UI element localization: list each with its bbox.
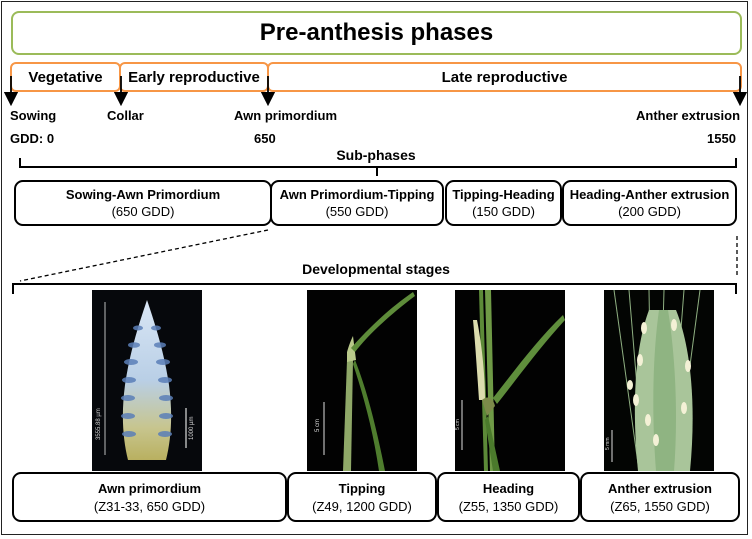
stage-value: (Z49, 1200 GDD) [312, 498, 412, 514]
scale-label-short: 1000 µm [189, 417, 195, 440]
milestone-arrows [3, 76, 748, 107]
zoom-dashed-line-left [19, 229, 269, 282]
subphase-name: Sowing-Awn Primordium [65, 187, 221, 202]
phase-label: Early reproductive [128, 68, 260, 86]
stages-heading: Developmental stages [302, 261, 450, 277]
subphase-name: Awn Primordium-Tipping [279, 187, 435, 202]
label-awn-primordium: Awn primordium [234, 108, 338, 123]
stage-name: Heading [482, 480, 535, 496]
subphase-awn-tipping: Awn Primordium-Tipping (550 GDD) [270, 180, 444, 226]
awn-primordium-image: 3555.88 µm 1000 µm [92, 290, 202, 471]
label-collar: Collar [107, 108, 144, 123]
phase-late-reproductive: Late reproductive [267, 62, 742, 92]
phase-label: Late reproductive [441, 68, 568, 86]
label-sowing: Sowing [10, 108, 57, 123]
stages-bracket [12, 283, 737, 294]
stage-value: (Z55, 1350 GDD) [458, 498, 559, 514]
stage-name: Tipping [338, 480, 386, 496]
phase-vegetative: Vegetative [10, 62, 121, 92]
tipping-image: 5 cm [307, 290, 417, 471]
scale-label: 5 cm [315, 419, 321, 432]
stage-awn-primordium: Awn primordium (Z31-33, 650 GDD) [12, 472, 287, 522]
subphase-name: Tipping-Heading [452, 187, 555, 202]
stage-name: Anther extrusion [607, 480, 712, 496]
phase-label: Vegetative [28, 68, 103, 86]
label-anther-extrusion: Anther extrusion [636, 108, 741, 123]
subphase-value: (150 GDD) [472, 204, 535, 219]
photo-tipping: 5 cm [307, 290, 417, 471]
label-gdd-start: GDD: 0 [10, 131, 55, 146]
phase-early-reproductive: Early reproductive [119, 62, 269, 92]
subphase-value: (650 GDD) [111, 204, 175, 219]
stage-anther-extrusion: Anther extrusion (Z65, 1550 GDD) [580, 472, 740, 522]
subphase-name: Heading-Anther extrusion [569, 187, 730, 202]
photo-anther-extrusion: 5 mm [604, 290, 714, 471]
subphase-heading-anther: Heading-Anther extrusion (200 GDD) [562, 180, 737, 226]
stage-value: (Z65, 1550 GDD) [610, 498, 710, 514]
anther-extrusion-image: 5 mm [604, 290, 714, 471]
scale-label-long: 3555.88 µm [96, 408, 102, 440]
heading-image: 5 cm [455, 290, 565, 471]
subphase-value: (200 GDD) [618, 204, 681, 219]
subphases-heading: Sub-phases [336, 147, 416, 163]
stage-name: Awn primordium [97, 480, 202, 496]
subphase-tipping-heading: Tipping-Heading (150 GDD) [445, 180, 562, 226]
photo-awn-primordium: 3555.88 µm 1000 µm [92, 290, 202, 471]
photo-heading: 5 cm [455, 290, 565, 471]
stage-heading: Heading (Z55, 1350 GDD) [437, 472, 580, 522]
label-gdd-end: 1550 [707, 131, 736, 146]
scale-label: 5 mm [605, 438, 611, 451]
label-gdd-awn: 650 [254, 131, 276, 146]
page-title: Pre-anthesis phases [11, 11, 742, 55]
stage-value: (Z31-33, 650 GDD) [93, 498, 206, 514]
subphase-value: (550 GDD) [325, 204, 389, 219]
scale-label: 5 cm [455, 419, 461, 430]
stage-tipping: Tipping (Z49, 1200 GDD) [287, 472, 437, 522]
subphase-sowing-awn: Sowing-Awn Primordium (650 GDD) [14, 180, 272, 226]
